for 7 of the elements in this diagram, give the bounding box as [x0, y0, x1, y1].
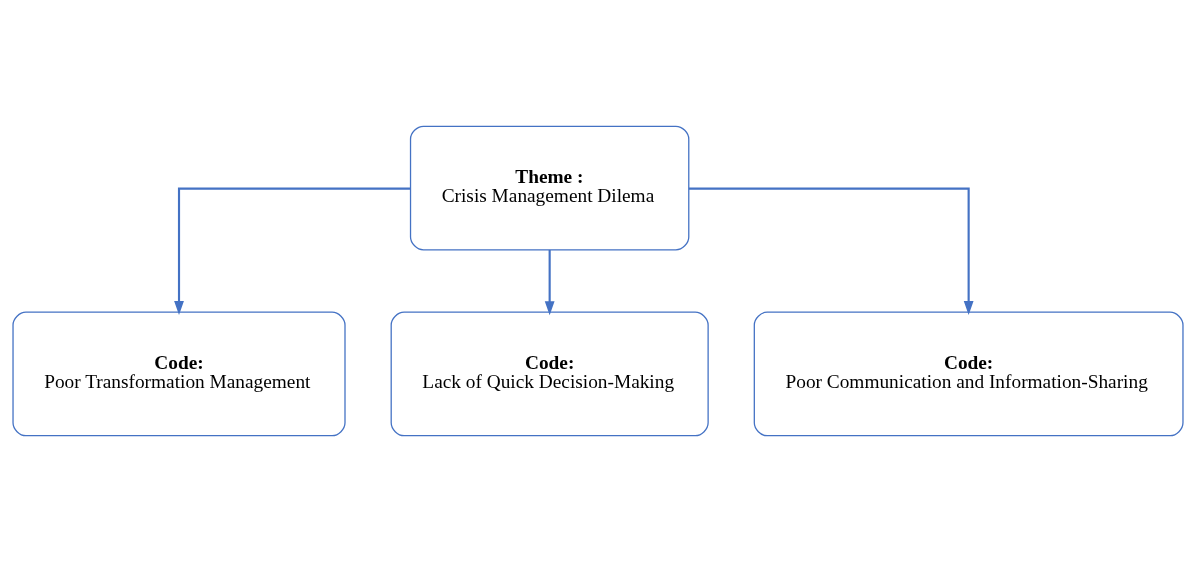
node-box: Code: Lack of Quick Decision-Making: [390, 311, 709, 436]
arrow: [544, 249, 555, 315]
arrow: [174, 187, 411, 315]
node-box: Code: Poor Communication and Information-Sharing: [753, 311, 1184, 436]
arrow: [688, 187, 974, 315]
node-box: Code: Poor Transformation Management: [12, 311, 346, 436]
node-box: Theme : Crisis Management Dilema: [409, 125, 690, 250]
